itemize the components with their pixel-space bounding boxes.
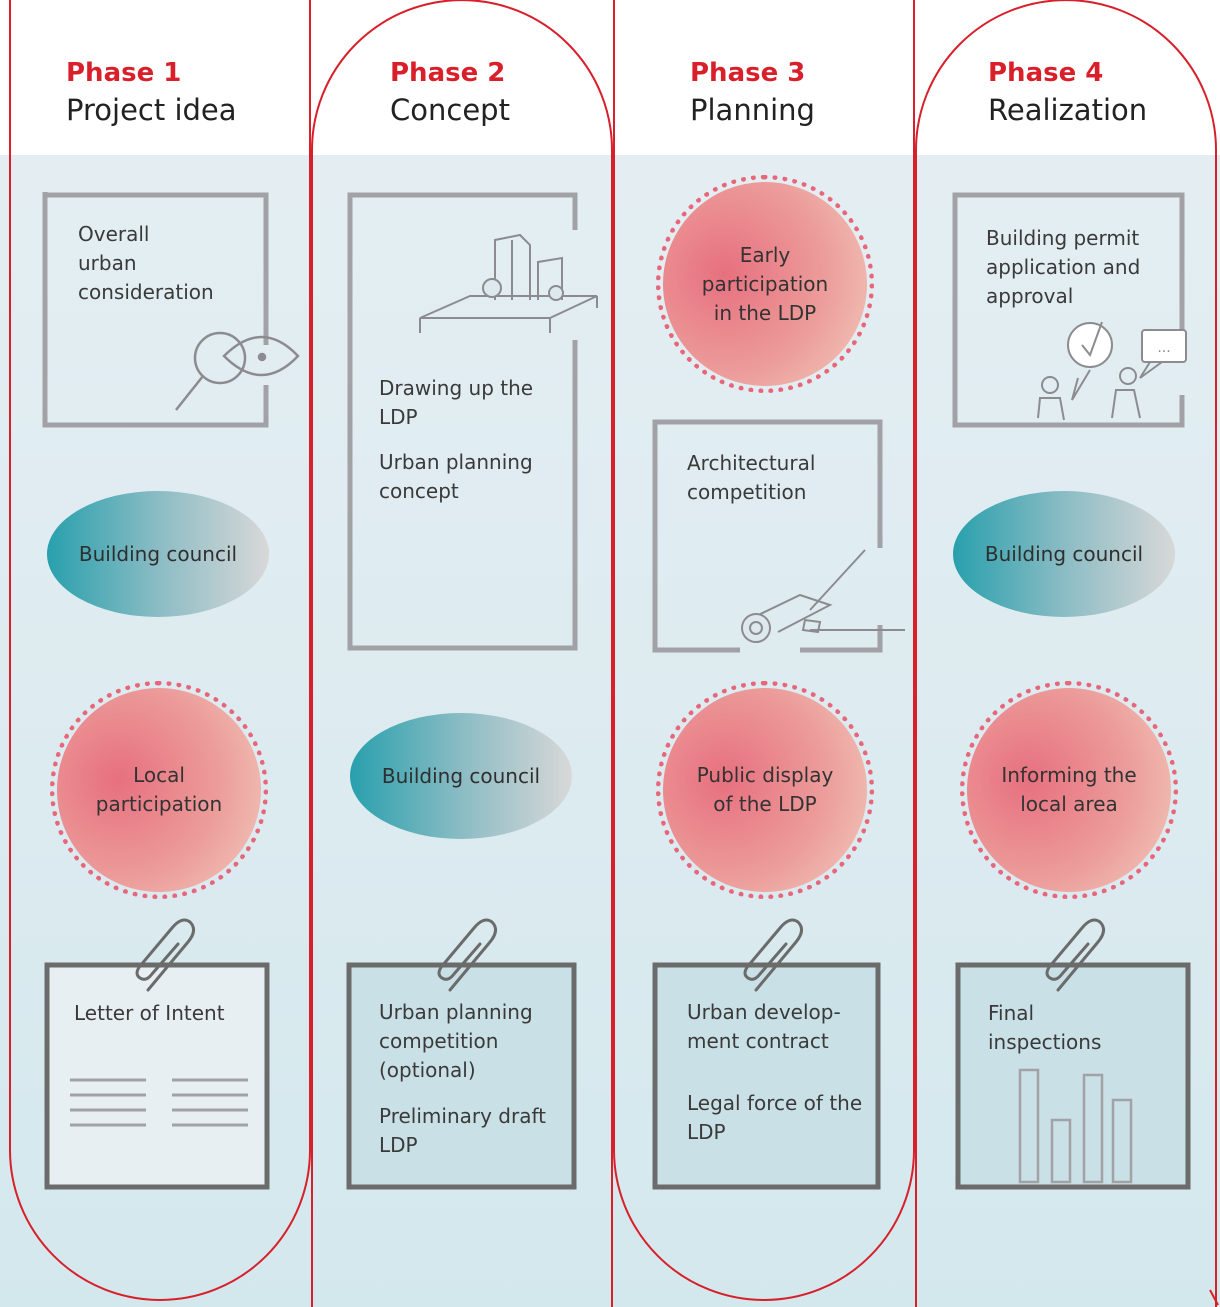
phase-1-header: Phase 1 Project idea <box>66 55 237 129</box>
phase-3-outline <box>613 0 915 1301</box>
phase-4-note-label: Final inspections <box>988 1001 1102 1054</box>
phase-3-title: Planning <box>690 93 815 127</box>
phase-4-outline <box>915 0 1217 1307</box>
phase-3-circle-top: Early participation in the LDP <box>656 175 874 393</box>
phase-2-header: Phase 2 Concept <box>390 55 510 129</box>
phase-3-circle-bottom: Public display of the LDP <box>656 681 874 899</box>
phase-3-box-label: Architectural competition <box>687 451 816 504</box>
phase-4-box-label: Building permit application and approval <box>986 226 1141 308</box>
phase-1-outline <box>9 0 311 1301</box>
note-frames <box>44 962 1191 1190</box>
phase-1-box-frame <box>42 192 269 428</box>
phase-3-circle-bottom-label: Public display of the LDP <box>696 763 834 816</box>
phase-1-number: Phase 1 <box>66 58 182 88</box>
phase-4-title: Realization <box>988 93 1148 127</box>
phase-3-circle-top-label: Early participation in the LDP <box>701 242 829 325</box>
phase-1-note-label: Letter of Intent <box>74 1001 225 1025</box>
phase-1-title: Project idea <box>66 93 237 127</box>
phase-3-box-frame <box>652 419 883 653</box>
phase-1-oval-label: Building council <box>78 542 238 566</box>
phase-2-title: Concept <box>390 93 510 127</box>
phase-2-note-label-1: Urban planning competition (optional) <box>379 1000 533 1082</box>
phase-4-circle-label: Informing the local area <box>1001 763 1137 816</box>
phase-2-note-frame <box>346 962 577 1190</box>
phase-3-header: Phase 3 Planning <box>690 55 815 129</box>
phase-4-oval: Building council <box>953 491 1175 617</box>
phase-3-note-frame <box>652 962 881 1190</box>
phase-1-circle-label: Local participation <box>95 763 223 816</box>
phase-1-box-label: Overall urban consideration <box>78 222 214 304</box>
phase-4-number: Phase 4 <box>988 58 1104 88</box>
phase-4-circle: Informing the local area <box>960 681 1178 899</box>
phase-3-note-label-2: Legal force of the LDP <box>687 1091 863 1144</box>
phase-1-oval: Building council <box>47 491 269 617</box>
svg-text:...: ... <box>1157 340 1170 356</box>
phase-4-oval-label: Building council <box>984 542 1144 566</box>
phase-2-number: Phase 2 <box>390 58 506 88</box>
phase-3-number: Phase 3 <box>690 58 806 88</box>
consultation-people-icon: ... <box>1037 321 1187 421</box>
phase-2-note-label-2: Preliminary draft LDP <box>379 1104 547 1157</box>
buildings-table-icon <box>419 233 598 333</box>
phase-2-box-frame <box>347 192 578 651</box>
phase-2-box-label-1: Drawing up the LDP <box>379 376 534 429</box>
phase-4-header: Phase 4 Realization <box>988 55 1147 129</box>
phase-1-note-frame <box>44 962 270 1190</box>
magnifier-eye-icon <box>175 331 300 411</box>
paperclip-icon <box>135 918 1105 992</box>
rolled-plans-compass-icon <box>741 549 905 643</box>
phase-2-outline <box>311 0 613 1307</box>
phase-1-circle: Local participation <box>50 681 268 899</box>
phase-4-box-frame <box>952 192 1185 428</box>
phase-4-note-frame <box>955 962 1191 1190</box>
text-lines-icon <box>70 1078 248 1127</box>
phase-2-oval: Building council <box>350 713 572 839</box>
phase-3-note-label-1: Urban develop- ment contract <box>687 1000 841 1053</box>
phase-2-box-label-2: Urban planning concept <box>379 450 533 503</box>
phase-2-oval-label: Building council <box>381 764 541 788</box>
bar-chart-icon <box>1018 1068 1133 1184</box>
